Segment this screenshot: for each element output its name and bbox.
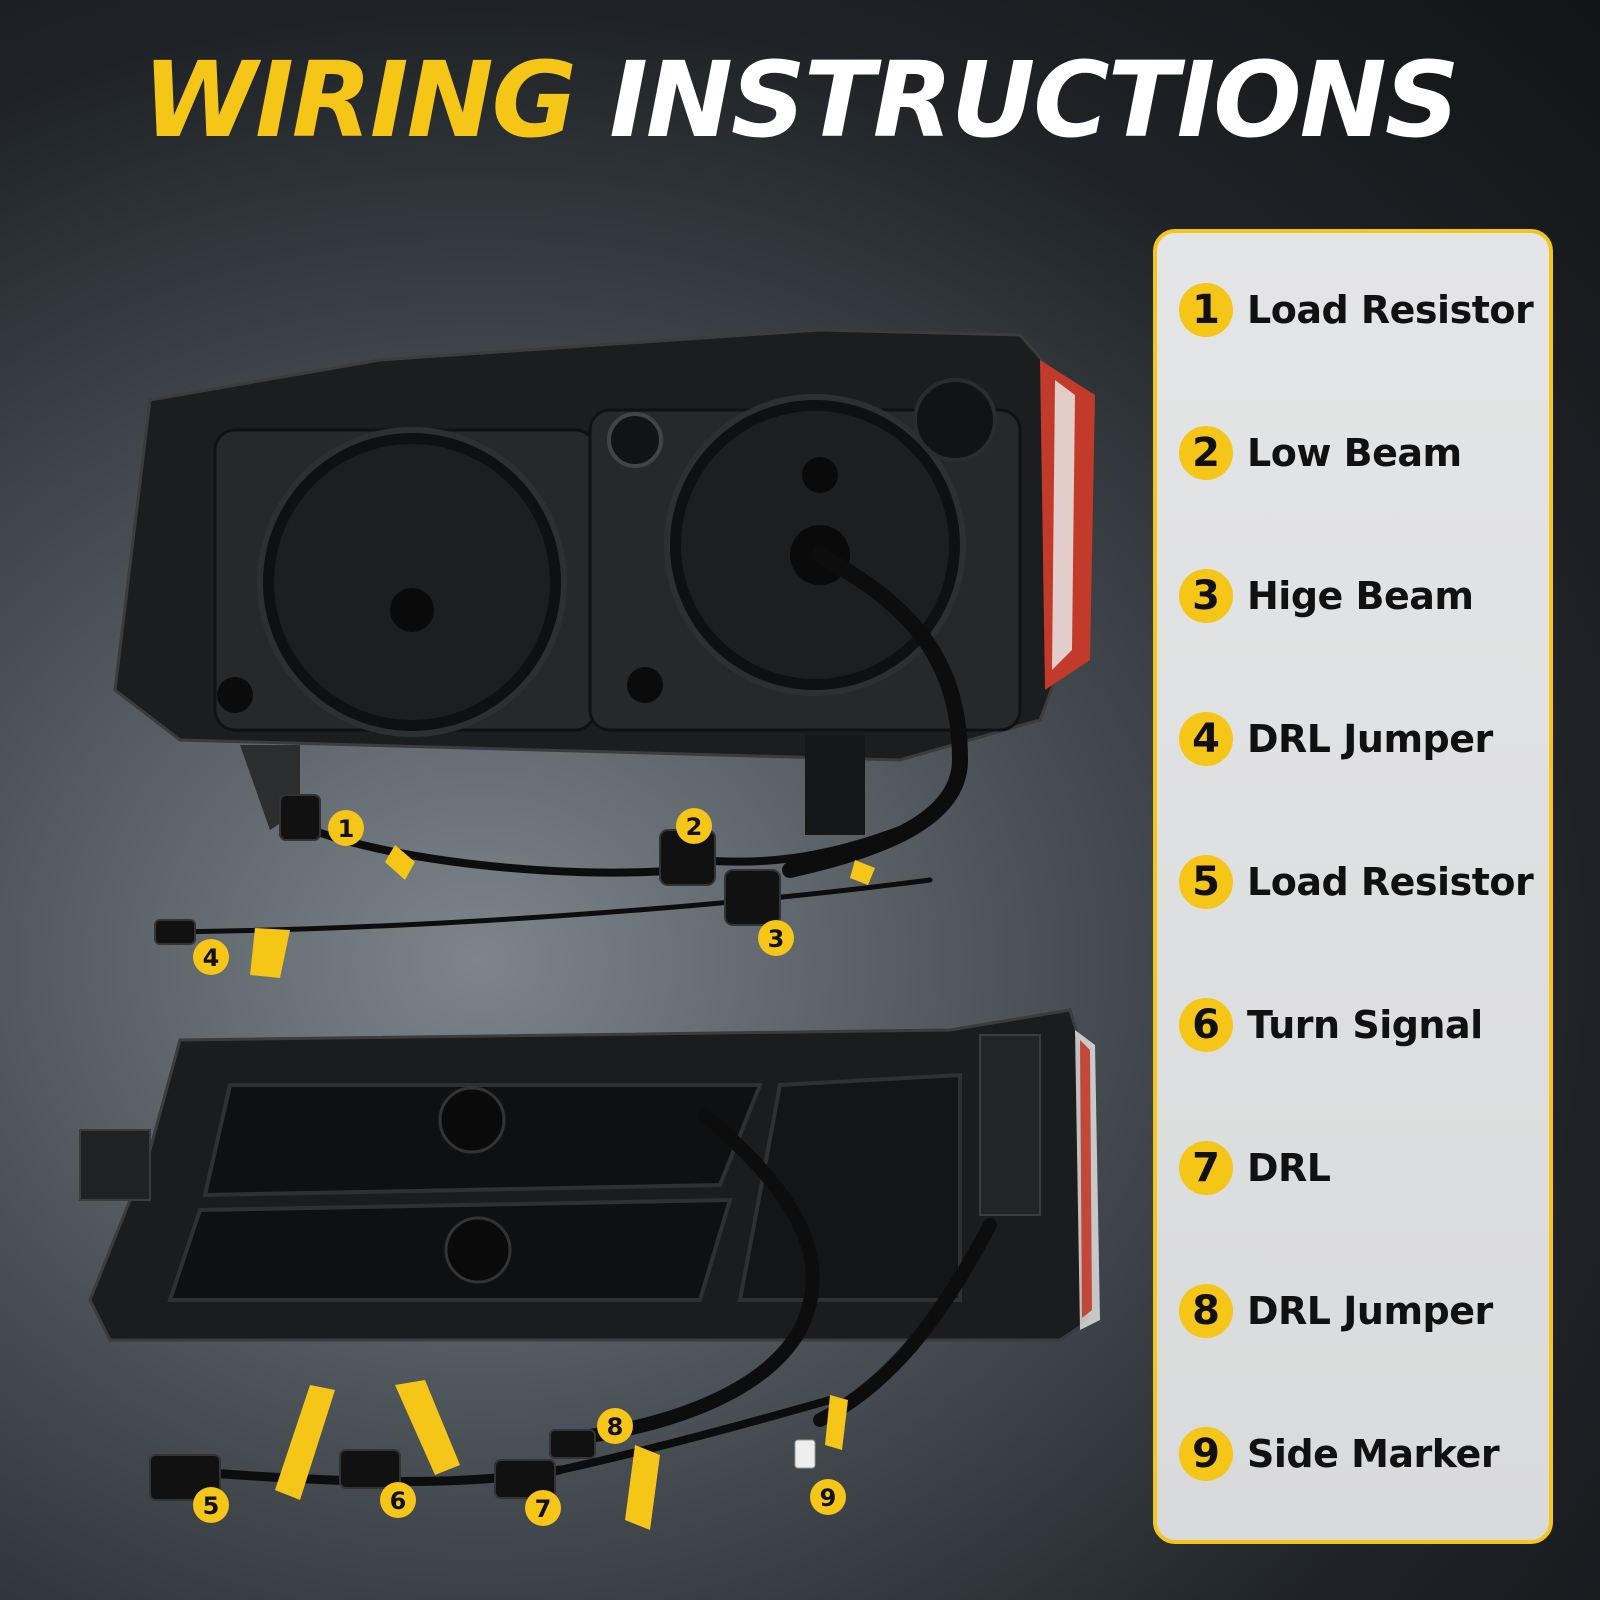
callout-7: 7 (525, 1490, 561, 1526)
legend-item-4: 4 DRL Jumper (1179, 709, 1493, 769)
legend-num-1: 1 (1179, 283, 1233, 337)
legend-item-6: 6 Turn Signal (1179, 995, 1483, 1055)
callout-3: 3 (758, 920, 794, 956)
legend-item-2: 2 Low Beam (1179, 423, 1462, 483)
legend-label-4: DRL Jumper (1247, 717, 1493, 761)
legend-item-3: 3 Hige Beam (1179, 566, 1474, 626)
callout-1-label: 1 (338, 815, 355, 843)
page-title: WIRING INSTRUCTIONS (0, 40, 1600, 160)
callout-6-label: 6 (390, 1487, 407, 1515)
legend-panel: 1 Load Resistor 2 Low Beam 3 Hige Beam 4… (1153, 229, 1553, 1544)
legend-num-4: 4 (1179, 712, 1233, 766)
callout-5: 5 (193, 1487, 229, 1523)
legend-label-7: DRL (1247, 1146, 1331, 1190)
legend-label-3: Hige Beam (1247, 574, 1474, 618)
legend-num-6: 6 (1179, 998, 1233, 1052)
callout-9: 9 (810, 1479, 846, 1515)
legend-num-5: 5 (1179, 855, 1233, 909)
legend-label-8: DRL Jumper (1247, 1289, 1493, 1333)
callout-5-label: 5 (203, 1492, 220, 1520)
legend-item-1: 1 Load Resistor (1179, 280, 1534, 340)
legend-num-2: 2 (1179, 426, 1233, 480)
wiring-harness-lower (149, 1108, 997, 1530)
legend-num-7: 7 (1179, 1141, 1233, 1195)
title-word-instructions: INSTRUCTIONS (609, 39, 1459, 161)
legend-item-7: 7 DRL (1179, 1138, 1331, 1198)
callout-9-label: 9 (820, 1484, 837, 1512)
legend-label-1: Load Resistor (1247, 288, 1534, 332)
legend-label-6: Turn Signal (1247, 1003, 1483, 1047)
callout-4-label: 4 (203, 944, 220, 972)
legend-num-3: 3 (1179, 569, 1233, 623)
headlight-bottom-illustration (79, 1008, 1100, 1342)
legend-label-9: Side Marker (1247, 1432, 1500, 1476)
wiring-harness-upper (154, 547, 969, 978)
callout-8: 8 (597, 1408, 633, 1444)
callout-2: 2 (676, 808, 712, 844)
legend-label-5: Load Resistor (1247, 860, 1534, 904)
headlight-rear-illustration (113, 328, 1095, 835)
callout-6: 6 (380, 1482, 416, 1518)
legend-item-8: 8 DRL Jumper (1179, 1281, 1493, 1341)
legend-item-5: 5 Load Resistor (1179, 852, 1534, 912)
callout-3-label: 3 (768, 925, 785, 953)
legend-num-9: 9 (1179, 1427, 1233, 1481)
callout-1: 1 (328, 810, 364, 846)
callout-4: 4 (193, 939, 229, 975)
legend-num-8: 8 (1179, 1284, 1233, 1338)
callout-2-label: 2 (686, 813, 703, 841)
legend-label-2: Low Beam (1247, 431, 1462, 475)
legend-item-9: 9 Side Marker (1179, 1424, 1500, 1484)
callout-8-label: 8 (607, 1413, 624, 1441)
title-word-wiring: WIRING (142, 39, 577, 161)
callout-7-label: 7 (535, 1495, 552, 1523)
